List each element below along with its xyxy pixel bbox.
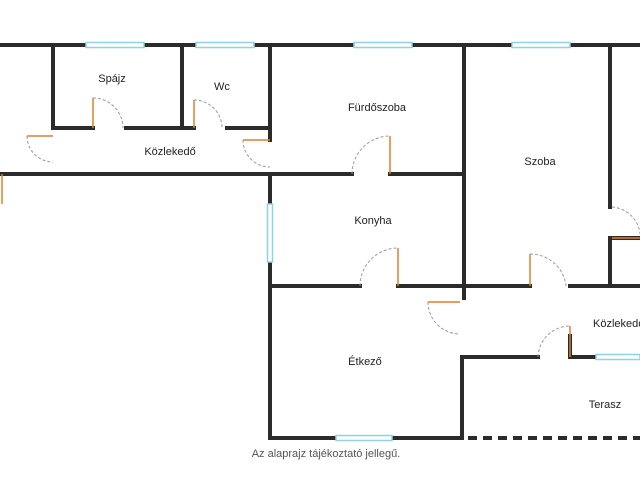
door [359, 247, 399, 287]
room-label-konyha: Konyha [354, 215, 392, 227]
room-label-wc: Wc [214, 81, 230, 93]
window [266, 203, 274, 263]
disclaimer-note: Az alaprajz tájékoztató jellegű. [252, 448, 401, 460]
walls [0, 43, 640, 440]
door [351, 135, 391, 175]
door [611, 206, 640, 239]
room-label-spajz: Spájz [98, 73, 126, 85]
door [26, 135, 54, 163]
window [353, 41, 413, 49]
room-labels: Spájz Wc Fürdőszoba Szoba Közlekedő Kony… [98, 73, 640, 411]
window [511, 41, 571, 49]
door [537, 325, 571, 358]
window [195, 41, 255, 49]
room-label-furdoszoba: Fürdőszoba [348, 102, 407, 114]
window [335, 434, 393, 442]
door [92, 97, 124, 129]
door [193, 99, 223, 129]
room-label-etkezo: Étkező [348, 355, 382, 368]
door [529, 253, 567, 287]
room-label-kozlekedo-right: Közlekedő [593, 318, 640, 330]
windows [85, 41, 640, 442]
window [85, 41, 145, 49]
room-label-terasz: Terasz [589, 399, 621, 411]
window [595, 353, 640, 361]
room-label-kozlekedo-left: Közlekedő [144, 146, 195, 158]
door [242, 139, 271, 168]
room-label-szoba: Szoba [524, 156, 556, 168]
doors [1, 97, 640, 358]
door [427, 301, 461, 335]
